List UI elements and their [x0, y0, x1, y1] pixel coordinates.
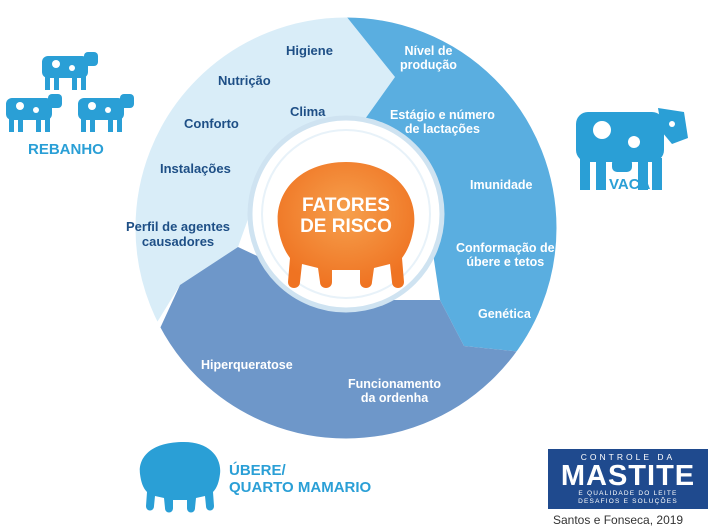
factor-conforto: Conforto	[184, 116, 239, 131]
factor-nutricao: Nutrição	[218, 73, 271, 88]
cow-icon	[576, 108, 688, 190]
category-ubere-line2: QUARTO MAMARIO	[229, 479, 372, 497]
category-rebanho: REBANHO	[28, 141, 104, 158]
category-vaca: VACA	[609, 176, 651, 193]
cow-icon-top	[42, 52, 98, 90]
factor-clima: Clima	[290, 104, 326, 119]
udder-center-icon	[277, 162, 415, 288]
factor-hiperqueratose: Hiperqueratose	[201, 358, 293, 372]
factor-perfil-agentes: Perfil de agentes causadores	[126, 219, 231, 249]
cow-icon-right	[78, 94, 134, 132]
factor-nivel-producao: Nível de produção	[400, 44, 457, 72]
factor-genetica: Genética	[478, 307, 531, 321]
category-ubere-line1: ÚBERE/	[229, 462, 286, 479]
factor-estagio-lactacoes: Estágio e número de lactações	[390, 108, 495, 136]
center-title-line1: FATORES	[302, 195, 390, 216]
logo-bottom-text: E QUALIDADE DO LEITE DESAFIOS E SOLUÇÕES	[578, 490, 678, 505]
factor-conformacao-ubere: Conformação de úbere e tetos	[456, 241, 555, 269]
factor-higiene: Higiene	[286, 43, 333, 58]
category-ubere: ÚBERE/ QUARTO MAMARIO	[229, 462, 371, 497]
center-title-line2: DE RISCO	[300, 215, 392, 237]
udder-icon	[139, 442, 221, 513]
herd-icon	[6, 52, 134, 132]
factor-instalacoes: Instalações	[160, 161, 231, 176]
center-title: FATORES DE RISCO	[281, 195, 411, 238]
factor-imunidade: Imunidade	[470, 178, 533, 192]
factor-funcionamento-ordenha: Funcionamento da ordenha	[348, 377, 442, 405]
cow-icon-left	[6, 94, 62, 132]
logo-main-text: MASTITE	[560, 460, 696, 492]
logo-top-text: CONTROLE DA	[580, 452, 676, 462]
mastite-logo: CONTROLE DA MASTITE E QUALIDADE DO LEITE…	[548, 449, 708, 509]
citation: Santos e Fonseca, 2019	[553, 513, 684, 527]
